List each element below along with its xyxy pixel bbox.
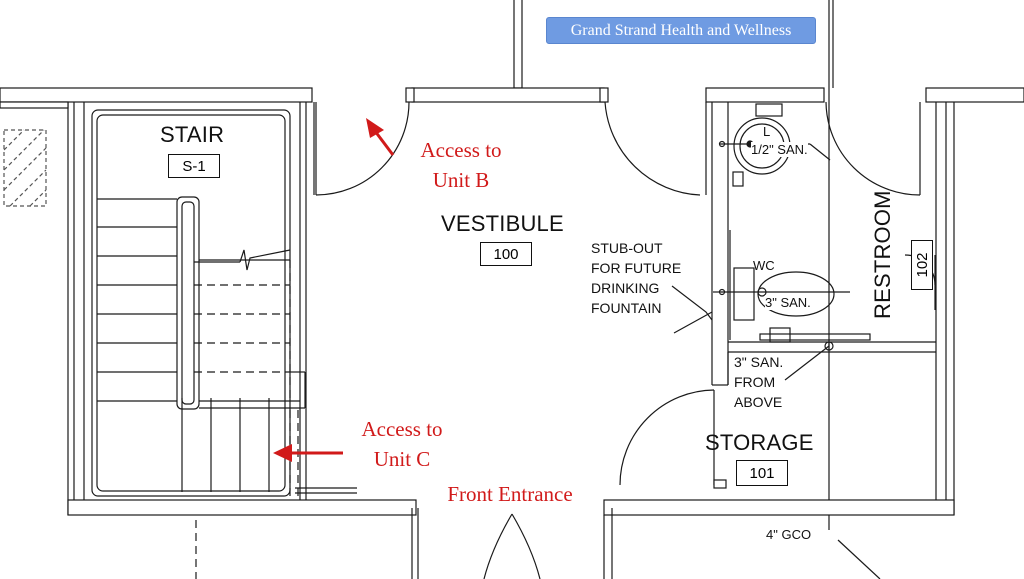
- upper-corridor-walls: [513, 0, 523, 89]
- note-three-inch-san: 3" SAN.: [765, 295, 811, 310]
- banner-title: Grand Strand Health and Wellness: [546, 17, 816, 44]
- room-tag-storage: 101: [736, 460, 788, 486]
- room-name-vestibule: VESTIBULE: [441, 211, 564, 236]
- top-wall: [0, 87, 1024, 103]
- pipe-lines: [824, 0, 881, 579]
- fixture-wc-label: WC: [753, 258, 775, 273]
- bottom-walls: [67, 499, 955, 579]
- note-san-from-above: 3" SAN. FROM ABOVE: [734, 354, 784, 410]
- arrow-unit-c: [273, 444, 343, 462]
- hatched-column: [3, 129, 47, 207]
- room-name-stair: STAIR: [160, 122, 225, 147]
- stair-outline: [91, 109, 357, 497]
- room-tag-restroom: 102: [911, 240, 933, 290]
- water-closet: [718, 230, 871, 343]
- room-name-storage: STORAGE: [705, 430, 814, 455]
- front-entrance-doors: [483, 513, 541, 579]
- leader-lines: [671, 285, 830, 381]
- room-name-restroom: RESTROOM: [870, 190, 895, 319]
- door-center-top: [599, 87, 707, 196]
- arrow-unit-b: [366, 118, 395, 156]
- left-walls: [0, 101, 315, 515]
- fixture-lavatory-label: L: [763, 124, 771, 139]
- door-unit-b: [315, 87, 415, 196]
- stair-dashed: [194, 260, 299, 579]
- annotation-unit-c: Access to Unit C: [361, 417, 443, 471]
- note-stub-out: STUB-OUT FOR FUTURE DRINKING FOUNTAIN: [591, 240, 682, 316]
- annotation-front-entrance: Front Entrance: [447, 482, 573, 506]
- restroom-walls: [711, 101, 955, 515]
- room-tag-vestibule: 100: [480, 242, 532, 266]
- door-storage: [619, 389, 727, 489]
- annotation-unit-b: Access to Unit B: [420, 138, 502, 192]
- room-tag-stair: S-1: [168, 154, 220, 178]
- note-half-inch-san: 1/2" SAN.: [751, 142, 808, 157]
- note-gco: 4" GCO: [766, 527, 812, 542]
